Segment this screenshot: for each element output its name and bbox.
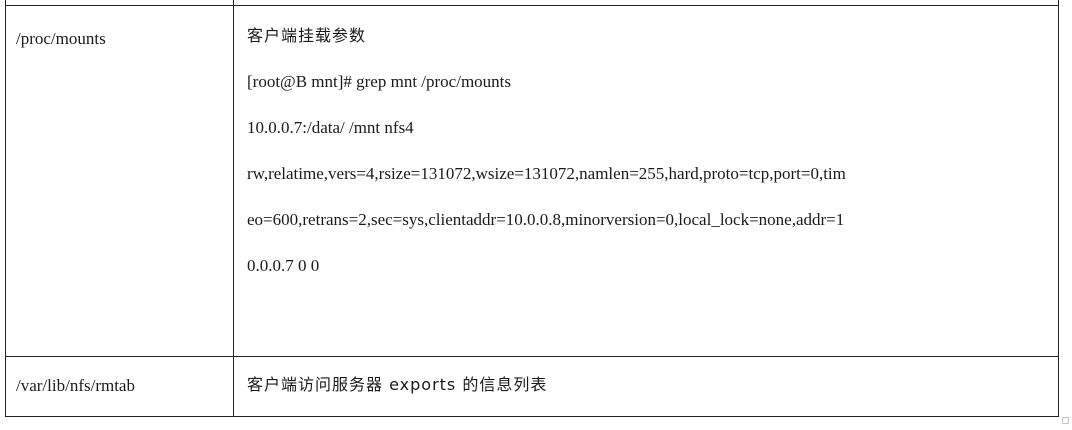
path-cell: /proc/mounts [5, 5, 234, 357]
nfs-files-table: /proc/mounts 客户端挂载参数 [root@B mnt]# grep … [5, 0, 1059, 417]
path-text: /var/lib/nfs/rmtab [16, 376, 135, 395]
path-text: /proc/mounts [16, 29, 106, 48]
table-row: /proc/mounts 客户端挂载参数 [root@B mnt]# grep … [5, 5, 1059, 357]
description-line: 客户端访问服务器 exports 的信息列表 [247, 375, 548, 394]
description-cell: 客户端挂载参数 [root@B mnt]# grep mnt /proc/mou… [233, 5, 1059, 357]
description-line: eo=600,retrans=2,sec=sys,clientaddr=10.0… [247, 210, 845, 229]
table-resize-handle[interactable] [1062, 417, 1069, 424]
description-cell: 客户端访问服务器 exports 的信息列表 [233, 356, 1059, 417]
description-line: 0.0.0.7 0 0 [247, 256, 320, 275]
description-line: 客户端挂载参数 [247, 26, 367, 45]
table-row: /var/lib/nfs/rmtab 客户端访问服务器 exports 的信息列… [5, 356, 1059, 417]
description-line: rw,relatime,vers=4,rsize=131072,wsize=13… [247, 164, 846, 183]
path-cell: /var/lib/nfs/rmtab [5, 356, 234, 417]
description-line: 10.0.0.7:/data/ /mnt nfs4 [247, 118, 414, 137]
description-line: [root@B mnt]# grep mnt /proc/mounts [247, 72, 512, 91]
